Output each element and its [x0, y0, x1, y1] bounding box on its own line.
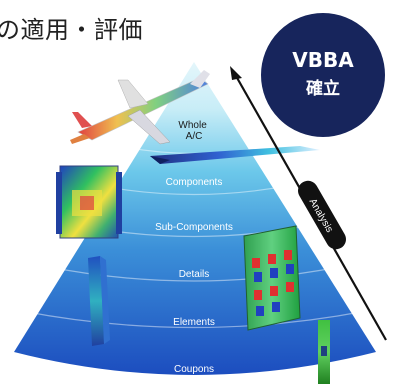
- level-label-whole-ac: Whole A/C: [178, 120, 209, 142]
- pyramid-level-labels: Whole A/C Components Sub-Components Deta…: [155, 120, 233, 375]
- level-label-sub-components: Sub-Components: [155, 222, 233, 233]
- badge-line1: VBBA: [292, 48, 354, 72]
- coupon-specimen-fem-image: [318, 320, 330, 384]
- whole-aircraft-fem-image: [70, 70, 210, 145]
- level-label-elements: Elements: [173, 317, 215, 328]
- page-title: の適用・評価: [0, 16, 143, 44]
- level-label-components: Components: [166, 177, 223, 188]
- level-label-coupons: Coupons: [174, 364, 214, 375]
- vbba-badge: VBBA 確立: [258, 10, 388, 140]
- level-label-details: Details: [179, 269, 210, 280]
- badge-line2: 確立: [306, 79, 340, 99]
- vbba-badge-circle: [259, 11, 387, 139]
- level-label-whole-ac-line2: A/C: [186, 131, 203, 142]
- stiffened-panel-detail-fem-image: [243, 225, 301, 331]
- element-specimen-fem-image: [88, 256, 110, 346]
- panel-subcomponent-fem-image: [56, 165, 122, 239]
- level-label-whole-ac-line1: Whole: [178, 120, 207, 131]
